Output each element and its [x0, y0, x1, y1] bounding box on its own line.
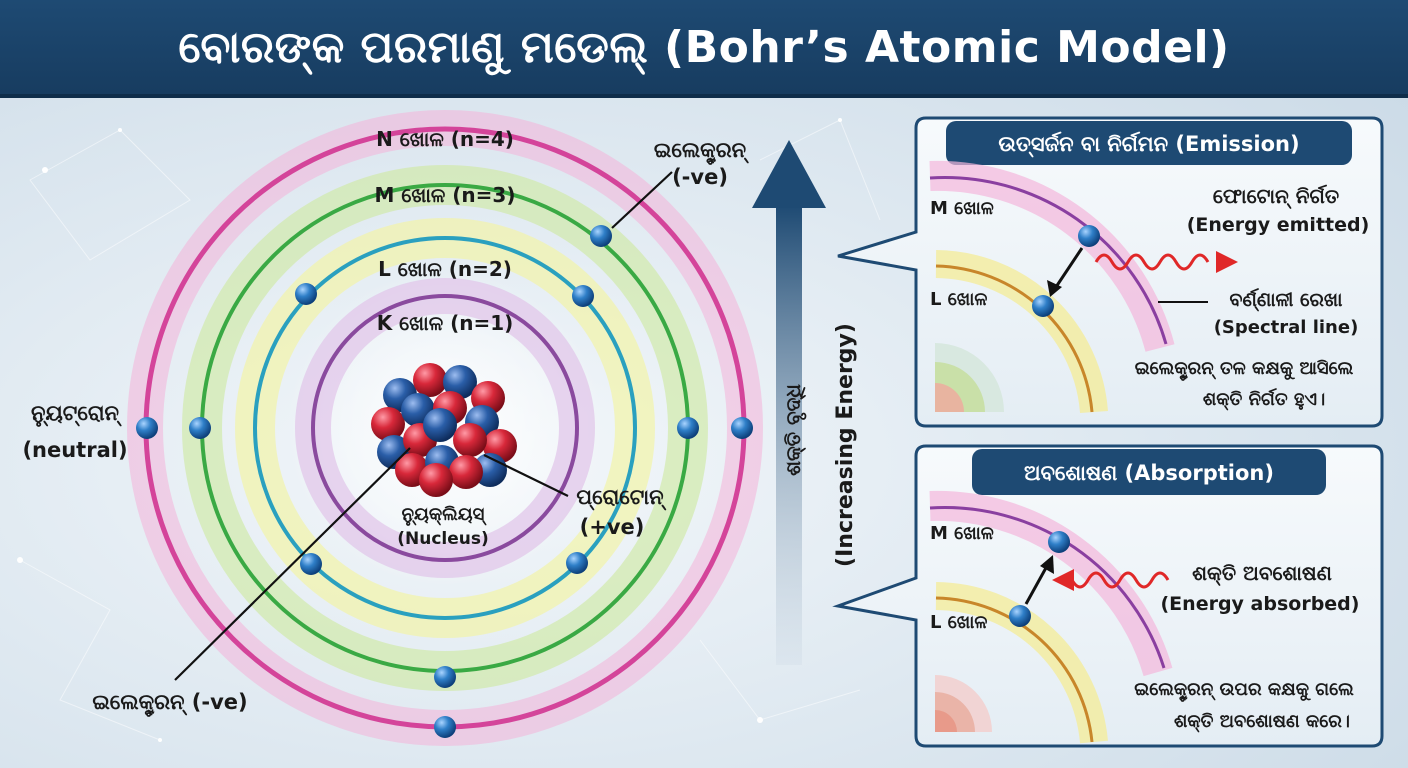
absorption-electron-end [1048, 531, 1070, 553]
neutron-label-2: (neutral) [22, 438, 127, 462]
k-shell-orbit [311, 294, 579, 562]
emission-transition-arrow [1054, 247, 1084, 288]
emission-title: ଉତ୍ସର୍ଜନ ବା ନିର୍ଗମନ (Emission) [998, 131, 1299, 158]
page-title: ବୋରଙ୍କ ପରମାଣୁ ମଡେଲ୍ (Bohr’s Atomic Model… [178, 21, 1230, 73]
electron [572, 285, 594, 307]
absorption-transition-arrow [1024, 565, 1049, 605]
absorption-arrow-head [1040, 555, 1054, 574]
proton-label-1: ପ୍ରୋଟୋନ୍ [576, 485, 666, 511]
absorption-energy-label-2: (Energy absorbed) [1161, 593, 1360, 615]
electron-top-label-2: (-ve) [672, 165, 728, 189]
nucleus [371, 363, 517, 497]
absorption-description-2: ଶକ୍ତି ଅବଶୋଷଣ କରେ। [1174, 711, 1350, 733]
emission-electron-end [1032, 295, 1054, 317]
background-sparkles [17, 118, 842, 742]
electron [677, 417, 699, 439]
electron [566, 552, 588, 574]
absorption-electron-start [1009, 605, 1031, 627]
electron [189, 417, 211, 439]
absorption-description-1: ଇଲେକ୍ଟ୍ରନ୍ ଉପର କକ୍ଷକୁ ଗଲେ [1134, 679, 1354, 702]
header-bar: ବୋରଙ୍କ ପରମାଣୁ ମଡେଲ୍ (Bohr’s Atomic Model… [0, 0, 1408, 98]
neutron-label-1: ନ୍ୟୁଟ୍ରୋନ୍ [31, 401, 122, 427]
absorption-title: ଅବଶୋଷଣ (Absorption) [1024, 461, 1274, 485]
absorption-mini-atom [935, 675, 992, 732]
emission-electron-start [1078, 225, 1100, 247]
absorption-m-shell-label: M ଖୋଳ [930, 523, 994, 544]
electron [731, 417, 753, 439]
nucleus-label-2: (Nucleus) [397, 529, 489, 549]
emission-photon-arrowhead [1216, 251, 1238, 273]
electron [434, 666, 456, 688]
leader-lines [174, 171, 673, 681]
absorption-m-shell-orbit [929, 506, 1166, 669]
emission-description-1: ଇଲେକ୍ଟ୍ରନ୍ ତଳ କକ୍ଷକୁ ଆସିଲେ [1135, 358, 1354, 381]
electron [434, 716, 456, 738]
electron [295, 283, 317, 305]
emission-spectral-label-1: ବର୍ଣ୍ଣାଳୀ ରେଖା [1230, 288, 1344, 312]
electron [136, 417, 158, 439]
emission-photon-wave [1094, 253, 1210, 271]
absorption-l-shell-label: L ଖୋଳ [930, 612, 987, 633]
energy-axis-label-english: (Increasing Energy) [833, 323, 858, 567]
emission-panel: ଉତ୍ସର୍ଜନ ବା ନିର୍ଗମନ (Emission) M ଖୋଳ L ଖ… [837, 116, 1384, 428]
atom-model: N ଖୋଳ (n=4) M ଖୋଳ (n=3) L ଖୋଳ (n=2) K ଖୋ… [22, 110, 763, 746]
energy-arrow: ଶକ୍ତି ବୃଦ୍ଧି (Increasing Energy) [752, 140, 858, 665]
emission-spectral-label-2: (Spectral line) [1214, 317, 1359, 338]
absorption-photon-wave [1070, 571, 1170, 589]
electron-top-label-1: ଇଲେକ୍ଟ୍ରନ୍ [654, 138, 749, 165]
absorption-photon-arrowhead [1052, 569, 1074, 591]
emission-l-shell-label: L ଖୋଳ [930, 289, 987, 310]
l-shell-orbit [253, 236, 637, 620]
absorption-energy-label-1: ଶକ୍ତି ଅବଶୋଷଣ [1192, 561, 1332, 586]
emission-arrow-head [1047, 280, 1062, 297]
energy-axis-label-odia: ଶକ୍ତି ବୃଦ୍ଧି [781, 384, 807, 476]
absorption-l-shell-band [935, 582, 1108, 744]
absorption-l-shell-orbit [935, 596, 1094, 743]
m-shell-label: M ଖୋଳ (n=3) [374, 183, 515, 207]
l-shell-label: L ଖୋଳ (n=2) [378, 257, 512, 281]
emission-m-shell-orbit [929, 176, 1168, 345]
emission-photon-label-2: (Energy emitted) [1187, 214, 1370, 236]
electrons [136, 225, 753, 738]
emission-m-shell-label: M ଖୋଳ [930, 198, 994, 219]
emission-photon-label-1: ଫୋଟୋନ୍ ନିର୍ଗତ [1213, 184, 1339, 209]
electron-bottom-label: ଇଲେକ୍ଟ୍ରନ୍ (-ve) [92, 690, 247, 717]
n-shell-label: N ଖୋଳ (n=4) [376, 127, 514, 151]
absorption-panel: ଅବଶୋଷଣ (Absorption) M ଖୋଳ L ଖୋଳ ଶକ୍ତି ଅବ… [832, 444, 1384, 748]
proton-label-2: (+ve) [580, 515, 645, 539]
k-shell-label: K ଖୋଳ (n=1) [377, 311, 514, 335]
electron [590, 225, 612, 247]
emission-description-2: ଶକ୍ତି ନିର୍ଗତ ହୁଏ। [1203, 387, 1325, 411]
electron [300, 553, 322, 575]
nucleus-label-1: ନ୍ୟୁକ୍ଲିୟସ୍ [402, 504, 487, 526]
emission-mini-atom [935, 343, 1004, 412]
